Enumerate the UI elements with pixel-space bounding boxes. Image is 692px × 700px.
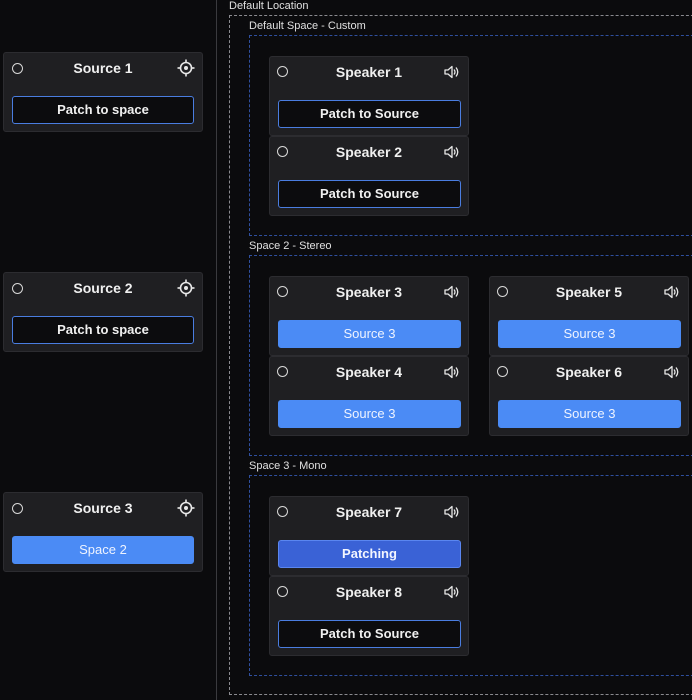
speaker-1-radio[interactable] [277, 66, 288, 77]
speaker-icon[interactable] [443, 503, 461, 521]
source-1-title: Source 1 [73, 60, 133, 76]
speaker-3-source-button[interactable]: Source 3 [278, 320, 461, 348]
speaker-7-title: Speaker 7 [335, 504, 403, 520]
speaker-8-title: Speaker 8 [335, 584, 403, 600]
speaker-1-patch-button[interactable]: Patch to Source [278, 100, 461, 128]
speaker-6-radio[interactable] [497, 366, 508, 377]
speaker-icon[interactable] [443, 583, 461, 601]
speaker-card-3: Speaker 3 Source 3 [269, 276, 469, 356]
speaker-2-radio[interactable] [277, 146, 288, 157]
space-3-label: Space 3 - Mono [249, 460, 327, 472]
speaker-1-title: Speaker 1 [335, 64, 403, 80]
speaker-card-6: Speaker 6 Source 3 [489, 356, 689, 436]
location-label: Default Location [229, 0, 309, 12]
source-2-radio[interactable] [12, 283, 23, 294]
speaker-5-title: Speaker 5 [555, 284, 623, 300]
location-container [229, 15, 692, 695]
source-card-1: Source 1 Patch to space [3, 52, 203, 132]
space-3-container [249, 475, 692, 676]
speaker-card-4: Speaker 4 Source 3 [269, 356, 469, 436]
speaker-card-5: Speaker 5 Source 3 [489, 276, 689, 356]
speaker-icon[interactable] [663, 363, 681, 381]
speaker-4-source-button[interactable]: Source 3 [278, 400, 461, 428]
source-2-title: Source 2 [73, 280, 133, 296]
speaker-card-8: Speaker 8 Patch to Source [269, 576, 469, 656]
speaker-icon[interactable] [443, 143, 461, 161]
source-card-3: Source 3 Space 2 [3, 492, 203, 572]
speaker-7-radio[interactable] [277, 506, 288, 517]
speaker-2-title: Speaker 2 [335, 144, 403, 160]
source-3-title: Source 3 [73, 500, 133, 516]
speaker-4-title: Speaker 4 [335, 364, 403, 380]
speaker-icon[interactable] [443, 63, 461, 81]
source-3-radio[interactable] [12, 503, 23, 514]
speaker-7-patching-button[interactable]: Patching [278, 540, 461, 568]
source-1-patch-button[interactable]: Patch to space [12, 96, 194, 124]
speaker-icon[interactable] [663, 283, 681, 301]
speaker-card-1: Speaker 1 Patch to Source [269, 56, 469, 136]
panel-divider [216, 0, 217, 700]
speaker-6-source-button[interactable]: Source 3 [498, 400, 681, 428]
speaker-3-title: Speaker 3 [335, 284, 403, 300]
space-1-label: Default Space - Custom [249, 20, 366, 32]
speaker-icon[interactable] [443, 283, 461, 301]
source-card-2: Source 2 Patch to space [3, 272, 203, 352]
speaker-icon[interactable] [443, 363, 461, 381]
target-icon[interactable] [177, 59, 195, 77]
target-icon[interactable] [177, 279, 195, 297]
speaker-card-7: Speaker 7 Patching [269, 496, 469, 576]
source-2-patch-button[interactable]: Patch to space [12, 316, 194, 344]
speaker-5-source-button[interactable]: Source 3 [498, 320, 681, 348]
speaker-6-title: Speaker 6 [555, 364, 623, 380]
space-2-label: Space 2 - Stereo [249, 240, 332, 252]
source-1-radio[interactable] [12, 63, 23, 74]
source-3-space-button[interactable]: Space 2 [12, 536, 194, 564]
speaker-card-2: Speaker 2 Patch to Source [269, 136, 469, 216]
speaker-8-patch-button[interactable]: Patch to Source [278, 620, 461, 648]
speaker-5-radio[interactable] [497, 286, 508, 297]
speaker-8-radio[interactable] [277, 586, 288, 597]
speaker-3-radio[interactable] [277, 286, 288, 297]
space-2-container [249, 255, 692, 456]
target-icon[interactable] [177, 499, 195, 517]
speaker-2-patch-button[interactable]: Patch to Source [278, 180, 461, 208]
speaker-4-radio[interactable] [277, 366, 288, 377]
space-1-container [249, 35, 692, 236]
